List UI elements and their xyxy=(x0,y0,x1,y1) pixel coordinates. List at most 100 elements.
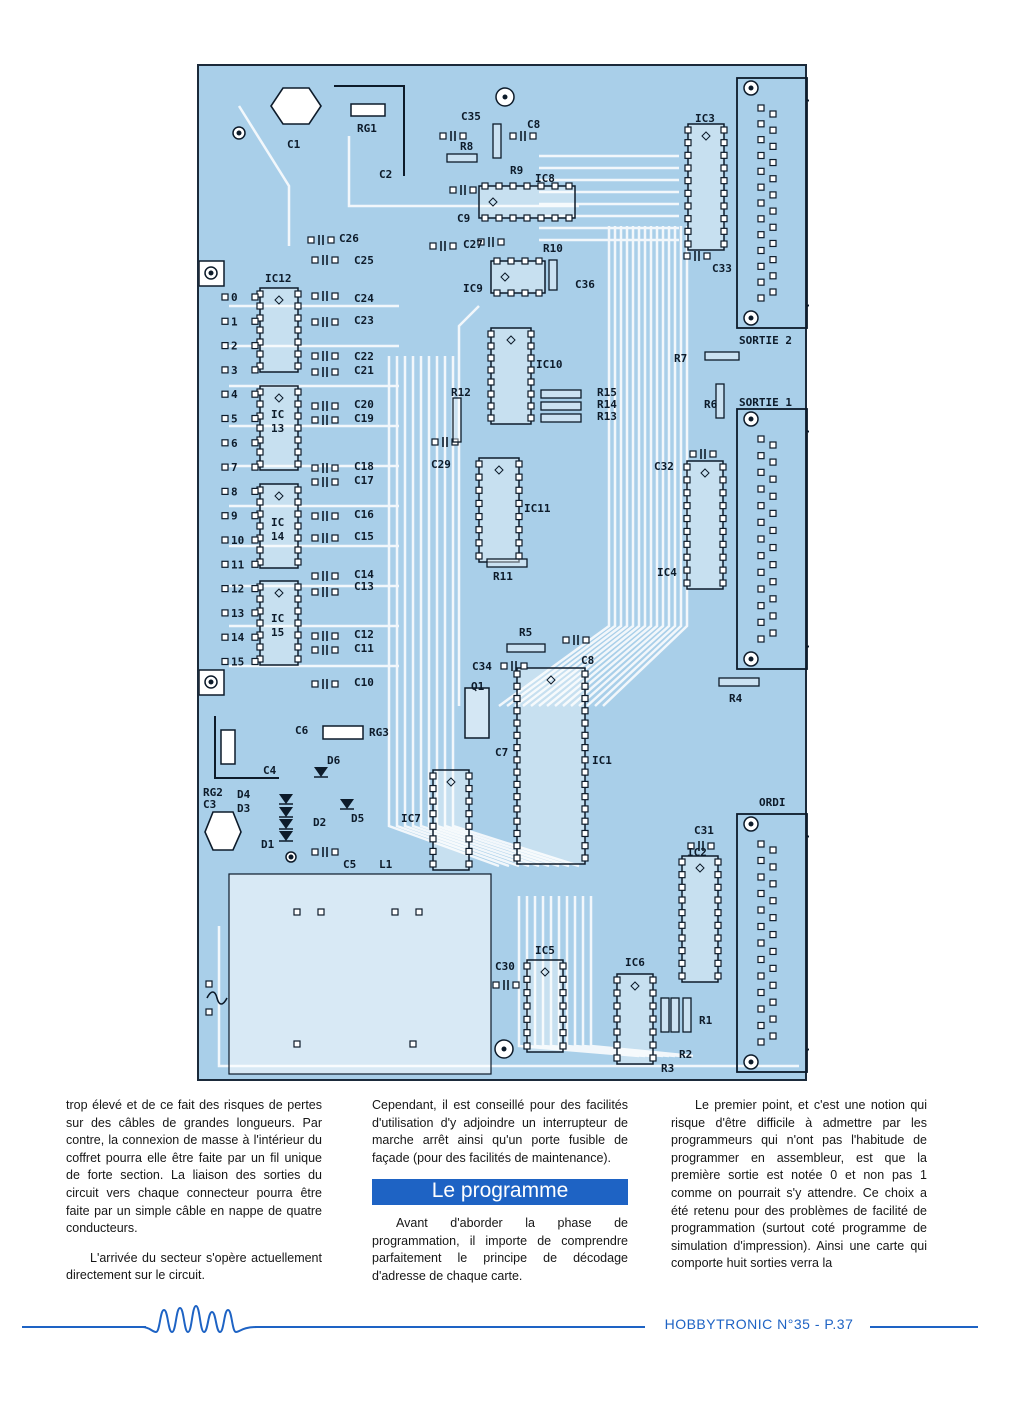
pcb-pad xyxy=(757,452,765,460)
resistor xyxy=(540,413,582,423)
pcb-pad xyxy=(331,478,339,486)
pcb-pad xyxy=(256,448,264,456)
pcb-pad xyxy=(256,302,264,310)
label-c20: C20 xyxy=(354,398,374,411)
diode xyxy=(340,799,354,809)
label-r10: R10 xyxy=(543,242,563,255)
pcb-pad xyxy=(500,662,508,670)
ic10 xyxy=(490,327,532,425)
pcb-pad xyxy=(311,478,319,486)
label-c35: C35 xyxy=(461,110,481,123)
label-c11: C11 xyxy=(354,642,374,655)
pcb-pad xyxy=(720,240,728,248)
paragraph: trop élevé et de ce fait des risques de … xyxy=(66,1098,322,1236)
label-c16: C16 xyxy=(354,508,374,521)
pcb-pad xyxy=(251,293,259,301)
pcb-pad xyxy=(429,784,437,793)
pcb-pad xyxy=(757,535,765,543)
label-c1: C1 xyxy=(287,138,301,151)
label-c7: C7 xyxy=(495,746,508,759)
pcb-pad xyxy=(559,962,567,970)
chip-marker xyxy=(701,131,711,141)
pcb-trace xyxy=(530,226,635,707)
pcb-pad xyxy=(311,292,319,300)
ic7 xyxy=(432,769,470,871)
pcb-pad xyxy=(311,572,319,580)
pcb-pad xyxy=(465,835,473,843)
label-r1: R1 xyxy=(699,1014,713,1027)
pcb-pad xyxy=(475,460,483,468)
pcb-pad xyxy=(719,566,727,574)
pcb-pad xyxy=(709,450,717,458)
pcb-pad xyxy=(294,448,302,456)
pcb-pad xyxy=(581,731,589,739)
label-r6: R6 xyxy=(704,398,718,411)
resistor xyxy=(540,389,582,399)
pcb-pad xyxy=(581,793,589,801)
pcb-pad xyxy=(678,858,686,866)
pcb-trace xyxy=(451,356,580,868)
pcb-pad xyxy=(757,618,765,626)
ic4 xyxy=(686,460,724,590)
pcb-pad xyxy=(757,552,765,560)
pcb-pad xyxy=(769,223,777,231)
pcb-pad xyxy=(769,1032,777,1040)
pcb-pad xyxy=(683,579,691,587)
pcb-pad xyxy=(477,238,485,246)
pcb-pad xyxy=(757,151,765,160)
pcb-pad xyxy=(294,338,302,346)
pcb-pad xyxy=(720,139,728,147)
paragraph: Cependant, il est conseillé pour des fac… xyxy=(372,1098,628,1165)
transformer-area xyxy=(228,873,492,1075)
pcb-pad xyxy=(720,215,728,223)
pcb-pad xyxy=(757,585,765,593)
label-ic14a: IC xyxy=(271,516,284,529)
pcb-pad xyxy=(294,350,302,358)
pcb-pad xyxy=(523,1015,531,1023)
pcb-trace xyxy=(538,226,641,707)
pcb-pad xyxy=(769,441,777,449)
pcb-pad xyxy=(769,981,777,989)
pcb-pad xyxy=(221,293,229,301)
pcb-pad xyxy=(529,132,537,140)
pcb-pad xyxy=(221,487,229,495)
pcb-pad xyxy=(513,842,521,850)
pcb-pad xyxy=(311,534,319,542)
pcb-pad xyxy=(523,182,531,190)
pcb-pad xyxy=(465,784,473,793)
pcb-pad xyxy=(684,126,692,134)
pcb-pad xyxy=(769,175,777,183)
pcb-pad xyxy=(481,182,489,190)
pcb-pad xyxy=(523,962,531,970)
mounting-hole-center xyxy=(748,656,754,662)
regulator-rg3 xyxy=(322,725,364,740)
label-ic4: IC4 xyxy=(657,566,677,579)
pcb-pad xyxy=(769,578,777,586)
pcb-pad xyxy=(294,290,302,298)
pcb-trace xyxy=(522,226,629,707)
pcb-pad xyxy=(521,289,529,297)
text-column-2: Cependant, il est conseillé pour des fac… xyxy=(372,1097,628,1297)
mounting-hole-center xyxy=(208,270,214,276)
pcb-pad xyxy=(311,368,319,376)
label-r11: R11 xyxy=(493,570,513,583)
pcb-pad xyxy=(251,414,259,423)
chip-marker xyxy=(540,967,550,977)
pcb-svg: 0123456789101112131415C1RG1C35C8R8R9IC3C… xyxy=(199,77,809,1075)
pcb-pad xyxy=(251,584,259,593)
pcb-pad xyxy=(429,797,437,805)
pcb-pad xyxy=(684,240,692,248)
pcb-pad xyxy=(678,896,686,904)
pcb-pad xyxy=(507,289,515,297)
pcb-pad xyxy=(487,354,495,362)
pcb-pad xyxy=(331,512,339,520)
label-rg1: RG1 xyxy=(357,122,377,135)
pcb-pad xyxy=(757,468,765,476)
resistor xyxy=(548,259,558,291)
pcb-pad xyxy=(331,464,339,472)
pcb-pad xyxy=(256,362,264,370)
pcb-trace xyxy=(586,226,677,707)
pcb-pad xyxy=(221,536,229,544)
pcb-pad xyxy=(523,1042,531,1050)
pcb-pad xyxy=(221,560,229,568)
